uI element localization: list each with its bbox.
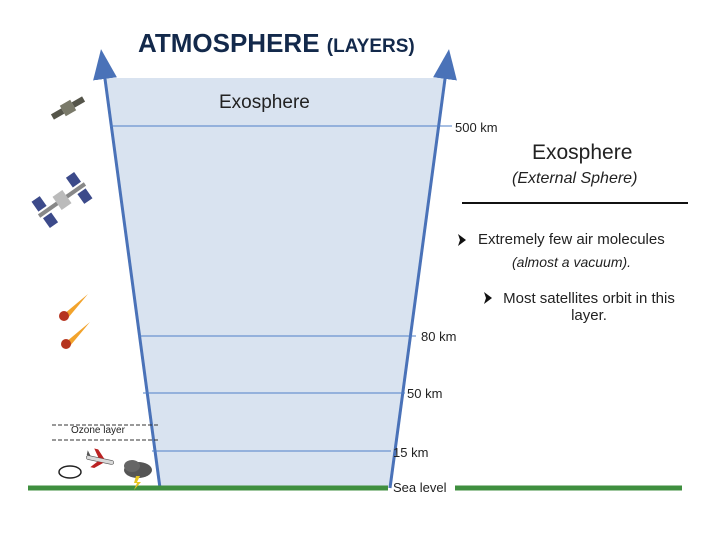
altitude-label-500km: 500 km <box>455 120 498 135</box>
space-station-icon <box>31 171 93 229</box>
ozone-layer-label: Ozone layer <box>71 425 125 436</box>
bullet-arrow-1 <box>458 234 466 246</box>
left-arrow <box>93 49 162 489</box>
satellite-icon <box>50 96 86 120</box>
altitude-label-50km: 50 km <box>407 386 443 401</box>
cloud-icon <box>58 465 82 479</box>
info-subheading: (External Sphere) <box>512 170 638 187</box>
storm-cloud-icon <box>124 460 152 490</box>
right-arrow <box>388 49 457 489</box>
layer-funnel <box>105 78 445 488</box>
altitude-label-15km: 15 km <box>393 445 429 460</box>
meteor-icon <box>59 294 88 321</box>
info-heading: Exosphere <box>532 141 633 164</box>
bullet-arrow-2 <box>484 292 492 304</box>
altitude-label-80km: 80 km <box>421 329 457 344</box>
bullet-1-text: Extremely few air molecules <box>478 231 665 248</box>
altitude-label-sea-level: Sea level <box>393 480 447 495</box>
bullet-1-detail: (almost a vacuum). <box>512 254 632 270</box>
airplane-icon <box>85 448 115 468</box>
layer-label: Exosphere <box>219 92 310 113</box>
title-sub: (LAYERS) <box>326 36 415 57</box>
meteor-icon <box>61 322 90 349</box>
page-title: ATMOSPHERE (LAYERS) <box>138 28 415 59</box>
bullet-2-text: Most satellites orbit in this layer. <box>503 290 675 324</box>
title-main: ATMOSPHERE <box>138 28 320 58</box>
